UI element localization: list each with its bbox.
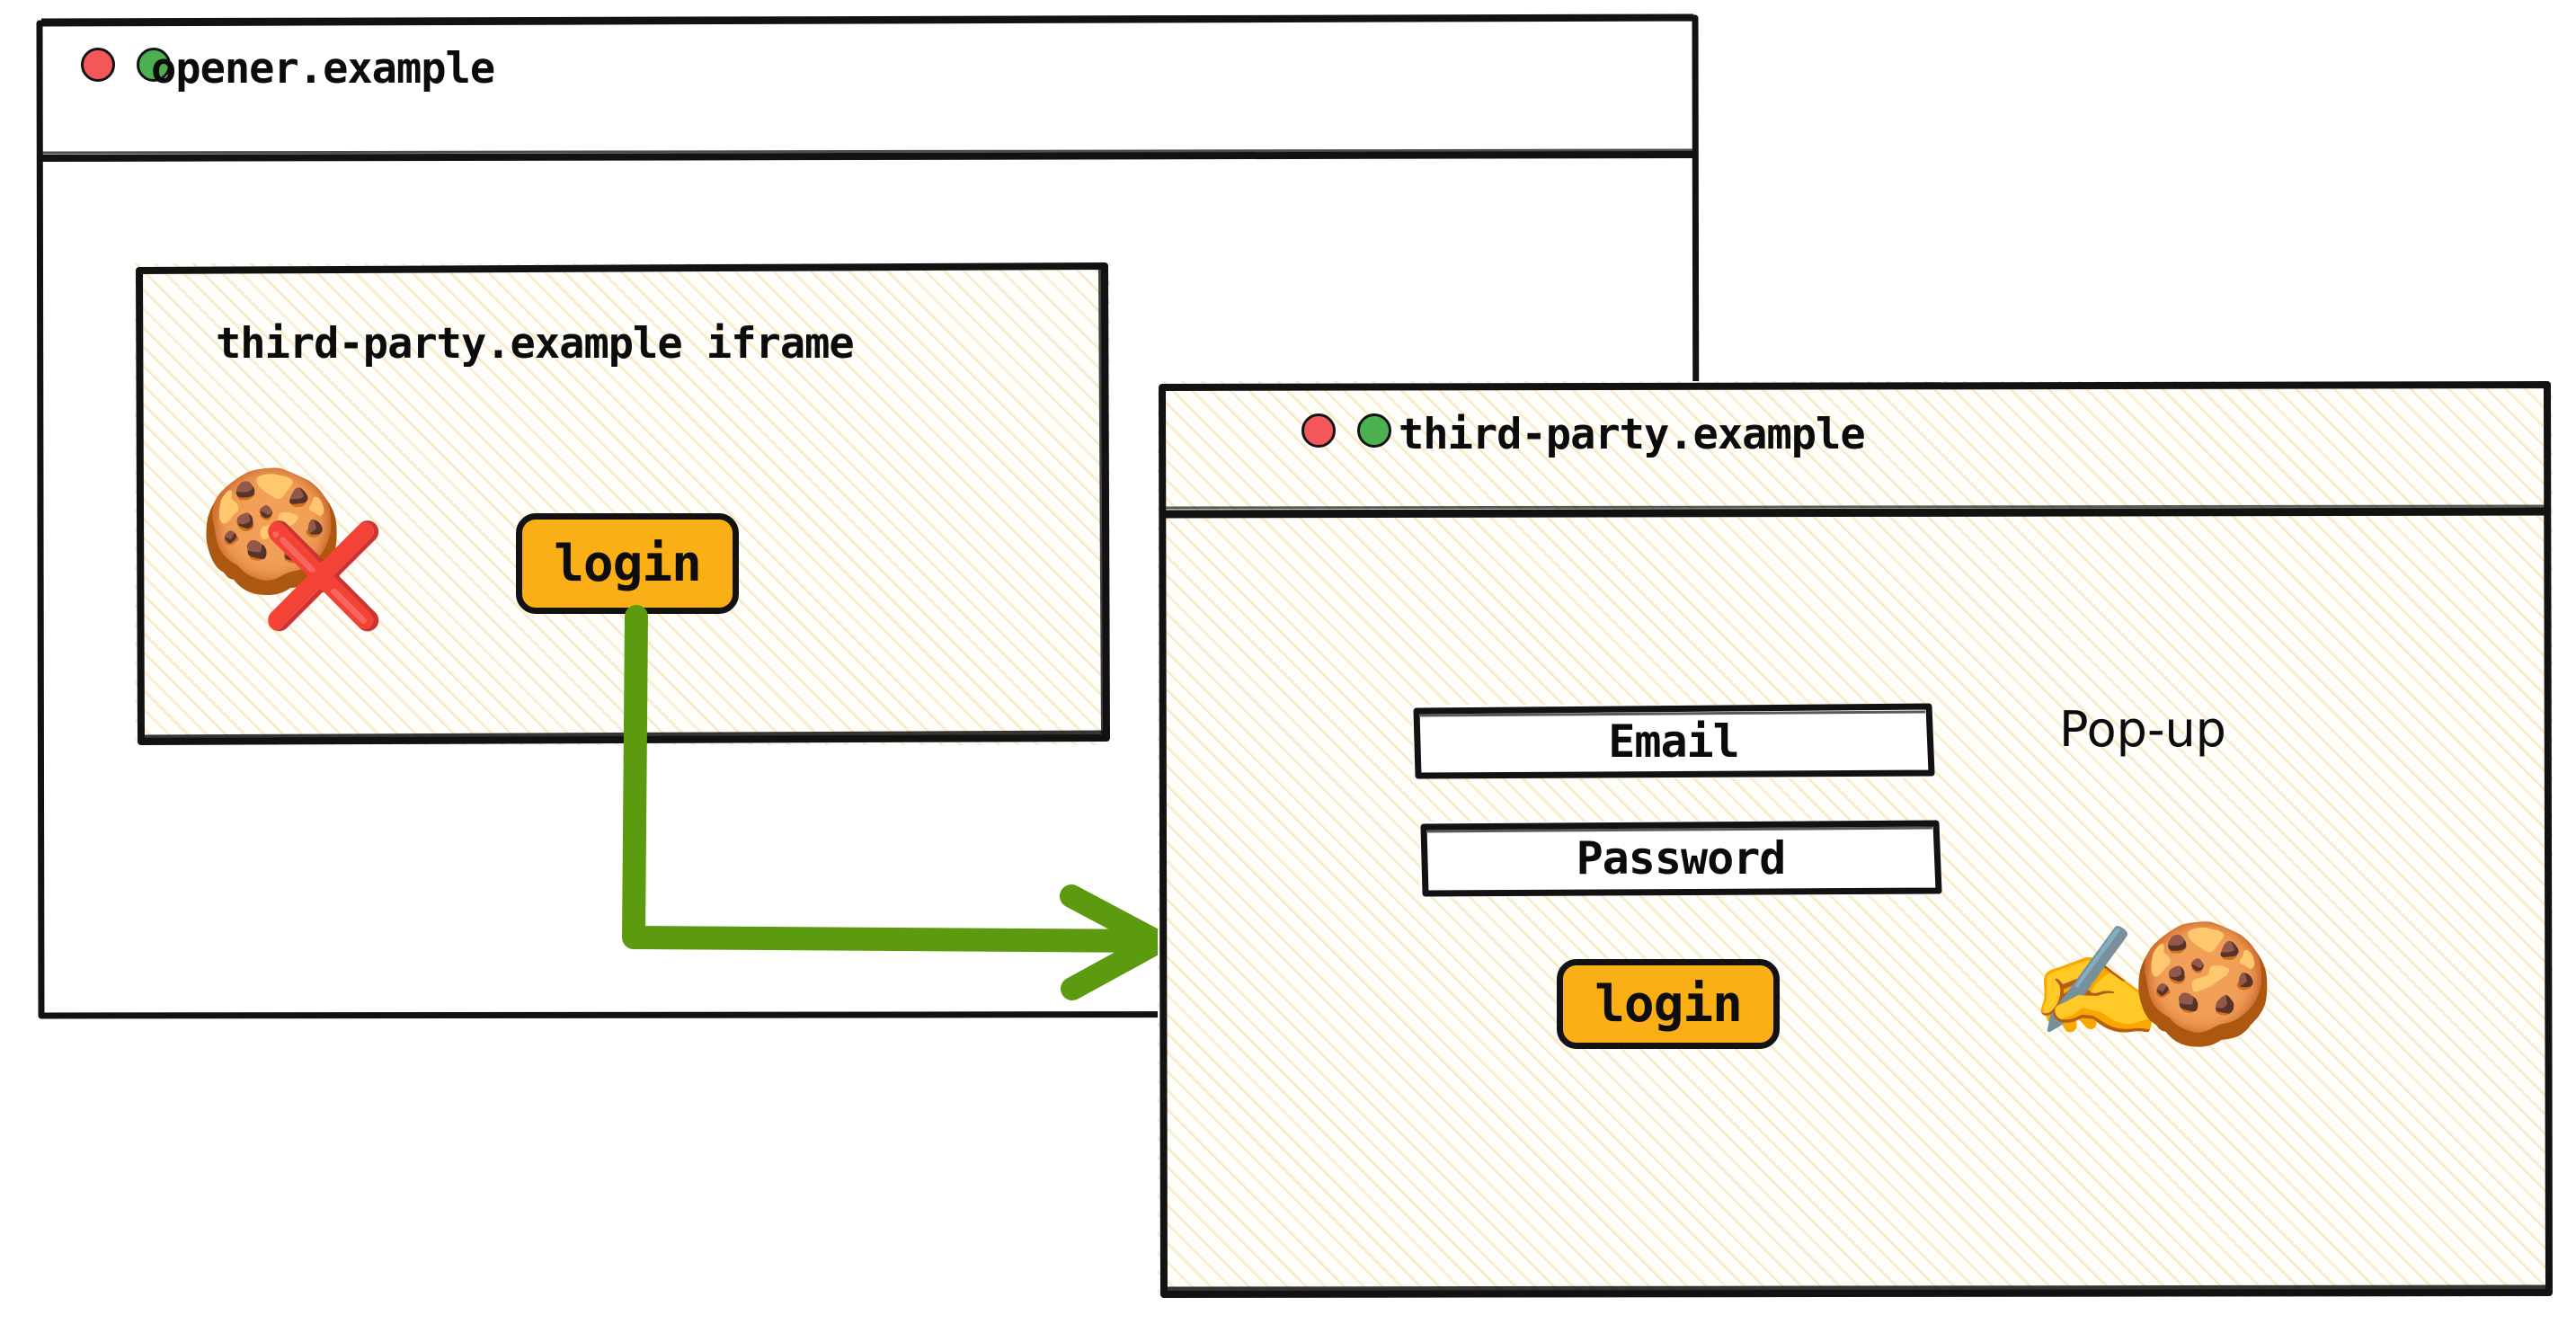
email-field[interactable]: Email bbox=[1413, 703, 1935, 779]
iframe-origin-label: third-party.example iframe bbox=[216, 319, 855, 369]
third-party-iframe: third-party.example iframe 🍪 ❌ login bbox=[135, 262, 1110, 745]
popup-window-title: third-party.example bbox=[1399, 410, 1866, 459]
traffic-light-close-opener[interactable] bbox=[81, 48, 115, 82]
writing-hand-icon: ✍️ bbox=[2030, 920, 2164, 1045]
traffic-light-close-popup[interactable] bbox=[1301, 413, 1336, 448]
cross-mark-icon: ❌ bbox=[261, 518, 386, 635]
popup-login-button[interactable]: login bbox=[1557, 959, 1780, 1049]
traffic-light-maximize-popup[interactable] bbox=[1357, 413, 1391, 448]
cookie-icon: 🍪 bbox=[2130, 915, 2276, 1052]
password-field[interactable]: Password bbox=[1420, 820, 1942, 897]
third-party-popup-window: third-party.example Email Password login… bbox=[1158, 381, 2553, 1298]
email-field-label: Email bbox=[1608, 715, 1740, 768]
password-field-label: Password bbox=[1576, 832, 1787, 884]
iframe-login-button[interactable]: login bbox=[516, 513, 739, 614]
opener-window-title: opener.example bbox=[151, 44, 495, 93]
traffic-light-maximize-opener[interactable] bbox=[137, 48, 171, 82]
popup-annotation-label: Pop-up bbox=[2059, 701, 2226, 758]
